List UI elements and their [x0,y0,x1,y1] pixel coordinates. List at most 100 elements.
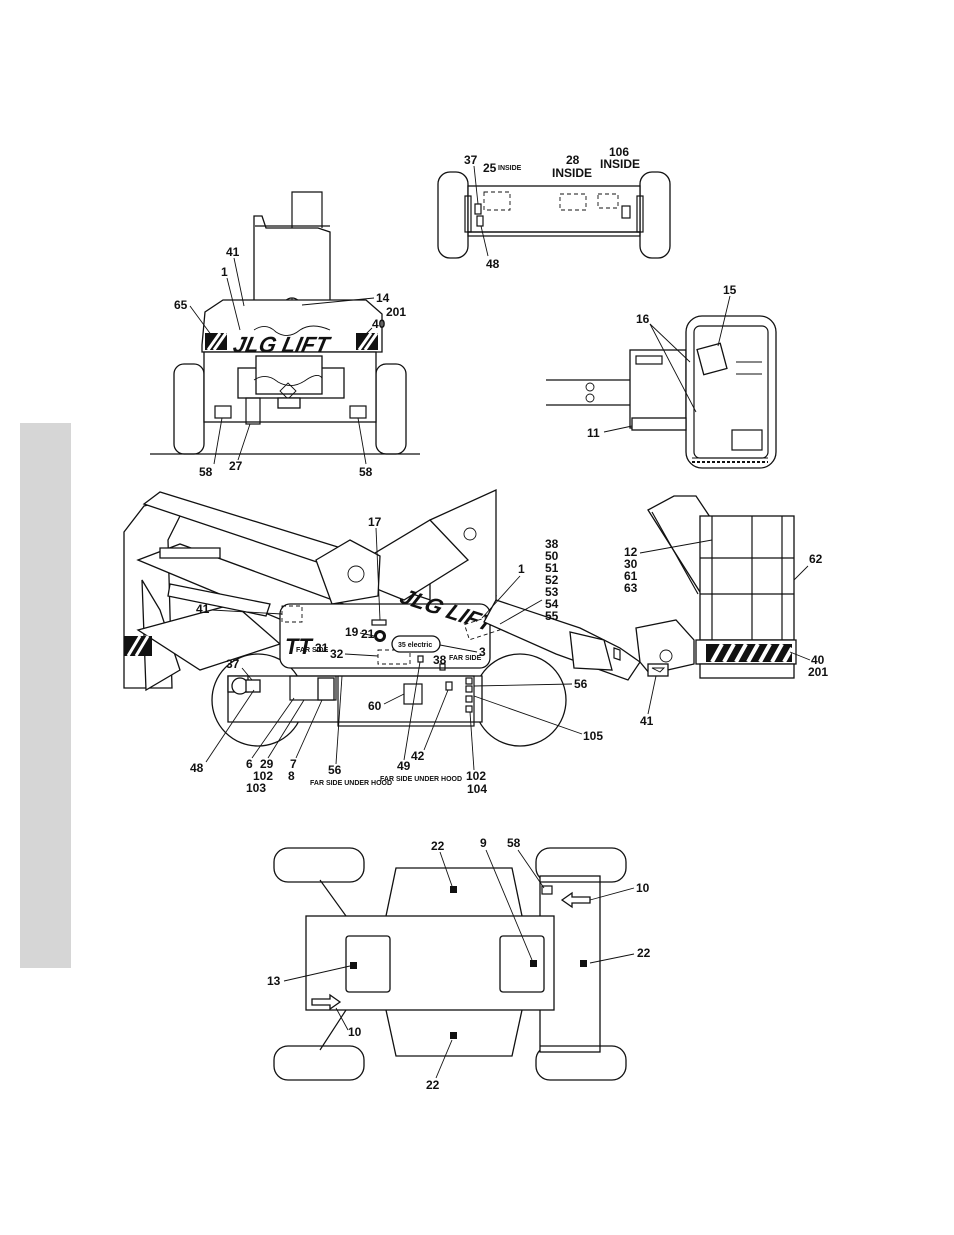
decal-stripe-boom [124,635,152,657]
callout-56: 56 [574,677,588,691]
note-far-side-a: FAR SIDE [296,647,329,654]
decal-106-inside [597,193,619,209]
callout-7: 7 [290,757,297,771]
decal-22-top [450,886,457,893]
callout-38: 38 [545,537,559,551]
decal-40-stripe-right [356,332,379,351]
callout-13: 13 [267,974,281,988]
svg-text:JLG LIFT: JLG LIFT [231,332,334,357]
callout-21: 21 [361,627,375,641]
decal-13 [350,962,357,969]
platform-top-view: 15 16 11 [546,283,777,469]
callout-10-left: 10 [348,1025,362,1039]
decal-25-inside [483,191,511,211]
decal-40-platform-stripe [706,643,794,663]
note-49-under-hood: FAR SIDE UNDER HOOD [380,776,462,783]
callout-28: 28 [566,153,580,167]
callout-62: 62 [809,552,823,566]
callout-19: 19 [345,625,359,639]
callout-61: 61 [624,569,638,583]
callout-51: 51 [545,561,559,575]
page-side-tab [20,423,71,968]
callout-105: 105 [583,729,603,743]
callout-41: 41 [226,245,240,259]
callout-104: 104 [467,782,487,796]
callout-50: 50 [545,549,559,563]
decal-9 [530,960,537,967]
callout-40: 40 [372,317,386,331]
callout-22-bottom: 22 [426,1078,440,1092]
decal-15 [696,342,728,376]
callout-40-platform: 40 [811,653,825,667]
callout-63: 63 [624,581,638,595]
note-25-inside: INSIDE [498,165,522,172]
callout-48-side: 48 [190,761,204,775]
callout-52: 52 [545,573,559,587]
decal-41-platform [647,663,669,677]
callout-54: 54 [545,597,559,611]
decal-17 [371,619,387,626]
note-far-side-b: FAR SIDE [449,655,482,662]
decal-1-jlg-logo: JLG LIFT [231,332,334,357]
decal-58-left [214,405,232,419]
rear-view: JLG LIFT 41 1 65 14 201 40 58 27 58 [150,191,420,479]
callout-6: 6 [246,757,253,771]
callout-102-right: 102 [466,769,486,783]
callout-37: 37 [464,153,478,167]
callout-9: 9 [480,836,487,850]
callout-32: 32 [330,647,344,661]
callout-3: 3 [479,645,486,659]
callout-106: 106 [609,145,629,159]
callout-102: 102 [253,769,273,783]
callout-10-right: 10 [636,881,650,895]
callout-41-platform: 41 [640,714,654,728]
callout-55: 55 [545,609,559,623]
side-view: JLG LIFT TT 35 electric 17 38 [123,488,828,796]
callout-14: 14 [376,291,390,305]
decal-tt-logo: TT [285,634,313,659]
callout-42: 42 [411,749,425,763]
callout-16: 16 [636,312,650,326]
callout-65: 65 [174,298,188,312]
callout-29: 29 [260,757,274,771]
callout-37-side: 37 [226,657,240,671]
note-56-under-hood: FAR SIDE UNDER HOOD [310,780,392,787]
note-28-inside: INSIDE [552,166,592,180]
callout-30: 30 [624,557,638,571]
callout-201-platform: 201 [808,665,828,679]
callout-27: 27 [229,459,243,473]
callout-1-side: 1 [518,562,525,576]
callout-103: 103 [246,781,266,795]
callout-41-side: 41 [196,602,210,616]
callout-17: 17 [368,515,382,529]
callout-8: 8 [288,769,295,783]
decal-11 [631,417,687,431]
callout-48: 48 [486,257,500,271]
callout-15: 15 [723,283,737,297]
callout-58-bottom: 58 [507,836,521,850]
model-badge [391,635,441,653]
callout-25: 25 [483,161,497,175]
callout-60: 60 [368,699,382,713]
decal-22-bottom [450,1032,457,1039]
model-badge-text: 35 electric [398,642,432,649]
callout-11: 11 [587,426,600,440]
callout-1: 1 [221,265,228,279]
decal-37-side [245,679,261,693]
callout-53: 53 [545,585,559,599]
callout-31: 31 [315,641,329,655]
callout-12: 12 [624,545,638,559]
callout-38-side: 38 [433,653,447,667]
decal-58-bottom [541,885,553,895]
decal-10-arrow-left [311,993,342,1011]
decal-48 [476,215,484,227]
bottom-view: 22 9 58 10 22 13 10 22 [267,836,651,1092]
callout-56-far: 56 [328,763,342,777]
callout-201: 201 [386,305,406,319]
decal-65-stripe-left [205,332,228,351]
callout-22-top: 22 [431,839,445,853]
chassis-top-view: 37 25 INSIDE 28 INSIDE 106 INSIDE 48 [437,145,671,271]
callout-58-left: 58 [199,465,213,479]
callout-22-right: 22 [637,946,651,960]
